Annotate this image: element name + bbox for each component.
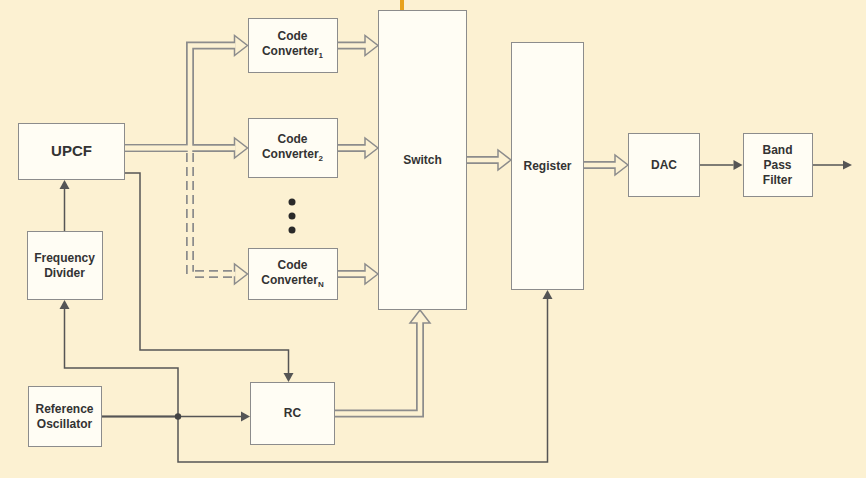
upcf-box: UPCF <box>18 123 125 180</box>
rc-box: RC <box>250 382 335 445</box>
subscript-index: 1 <box>319 52 323 61</box>
oscillator-box: Reference Oscillator <box>28 386 102 447</box>
bus-outline <box>125 46 235 149</box>
box-label: Code Converter1 <box>253 29 333 61</box>
bus-outline <box>467 156 498 164</box>
divider-box: Frequency Divider <box>27 231 103 300</box>
hollow-arrowhead <box>365 138 378 158</box>
ellipsis-dot <box>289 199 296 206</box>
subscript-index: 2 <box>319 154 323 163</box>
box-label: RC <box>284 406 301 421</box>
bus-fill <box>467 158 499 163</box>
box-text: Frequency Divider <box>34 251 95 280</box>
hollow-arrowhead <box>498 150 511 170</box>
box-label: Switch <box>403 153 442 168</box>
filter-box: Band Pass Filter <box>743 133 813 197</box>
bus-outline <box>584 161 615 169</box>
box-text: Code Converter <box>262 29 319 58</box>
bus-fill <box>125 46 236 149</box>
bus-fill <box>584 163 616 168</box>
hollow-arrowhead <box>235 138 248 158</box>
box-label: Register <box>523 159 571 174</box>
arrowhead <box>284 373 294 382</box>
box-text: Code Converter <box>261 258 318 287</box>
bus-arrow <box>338 264 379 284</box>
arrowhead <box>543 290 553 299</box>
hollow-arrowhead <box>410 310 430 323</box>
hollow-arrowhead <box>235 36 248 56</box>
bus-arrow <box>125 148 248 284</box>
signal-arrow <box>60 180 70 231</box>
box-label: Reference Oscillator <box>33 402 97 432</box>
converter-box: Code Converter2 <box>248 118 338 178</box>
register-box: Register <box>511 42 584 290</box>
ellipsis-dot <box>289 213 296 220</box>
signal-line <box>64 189 66 231</box>
bus-arrow <box>467 150 511 170</box>
bus-outline <box>338 270 366 278</box>
box-text: Switch <box>403 153 442 167</box>
bus-outline <box>125 148 235 274</box>
box-label: Code Converter2 <box>253 132 333 164</box>
arrowhead <box>241 412 250 422</box>
box-text: DAC <box>651 158 677 172</box>
box-text: Code Converter <box>262 132 319 161</box>
arrowhead <box>60 300 70 309</box>
bus-arrow <box>125 36 248 149</box>
bus-fill <box>338 272 367 277</box>
box-text: Reference Oscillator <box>35 402 93 431</box>
signal-arrow <box>102 290 553 462</box>
bus-arrow <box>338 138 379 158</box>
output-arrowhead <box>843 161 852 170</box>
box-label: UPCF <box>51 142 92 161</box>
bus-fill <box>338 146 367 151</box>
hollow-arrowhead <box>235 264 248 284</box>
subscript-index: N <box>318 280 324 289</box>
bus-outline <box>338 144 366 152</box>
box-label: Frequency Divider <box>32 251 98 281</box>
signal-line <box>102 299 548 462</box>
signal-line <box>700 164 734 166</box>
switch-box: Switch <box>378 10 467 310</box>
arrowhead <box>734 160 743 170</box>
box-label: Code ConverterN <box>253 258 333 290</box>
signal-arrow <box>700 160 743 170</box>
arrowhead <box>60 180 70 189</box>
converter-box: Code ConverterN <box>248 248 338 300</box>
box-label: DAC <box>651 158 677 173</box>
box-text: RC <box>284 406 301 420</box>
hollow-arrowhead <box>365 264 378 284</box>
bus-arrow <box>338 36 379 56</box>
ellipsis-dot <box>289 227 296 234</box>
bus-outline <box>338 42 366 50</box>
hollow-arrowhead <box>365 36 378 56</box>
box-text: Band Pass Filter <box>763 143 793 187</box>
box-label: Band Pass Filter <box>748 143 808 188</box>
dac-box: DAC <box>628 133 700 197</box>
hollow-arrowhead <box>615 155 628 175</box>
box-text: UPCF <box>51 142 92 159</box>
bus-outline <box>335 323 420 414</box>
bus-arrow <box>335 310 430 414</box>
output-line <box>810 164 844 166</box>
converter-box: Code Converter1 <box>248 18 338 73</box>
bus-fill <box>338 43 367 48</box>
junction-dot <box>175 413 181 419</box>
bus-arrow <box>584 155 628 175</box>
box-text: Register <box>523 159 571 173</box>
bus-fill <box>125 148 236 274</box>
bus-fill <box>335 322 420 414</box>
